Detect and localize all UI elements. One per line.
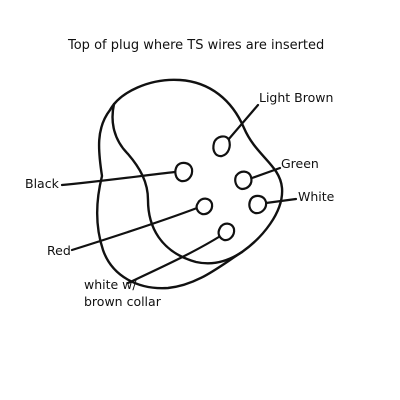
label-red: Red (47, 243, 71, 258)
terminal-hole-white-brown-collar (217, 222, 236, 242)
label-black: Black (25, 176, 59, 191)
terminal-hole-red (195, 197, 214, 216)
leader-white (264, 197, 298, 205)
leader-white-brown-collar (126, 233, 224, 285)
label-white-brown-collar: white w/ brown collar (84, 277, 161, 309)
terminal-hole-green (234, 170, 253, 191)
terminal-hole-black (174, 161, 194, 183)
terminal-hole-light-brown (212, 135, 231, 158)
leader-black (60, 170, 177, 187)
label-light-brown: Light Brown (259, 90, 334, 105)
plug-inner-edge (111, 102, 244, 265)
terminal-hole-white (248, 194, 268, 215)
leader-green (250, 166, 282, 180)
diagram-title: Top of plug where TS wires are inserted (68, 38, 325, 53)
label-green: Green (281, 156, 319, 171)
label-white: White (298, 189, 335, 204)
leader-red (70, 206, 199, 252)
plug-outline (96, 78, 284, 290)
leader-light-brown (226, 103, 260, 142)
